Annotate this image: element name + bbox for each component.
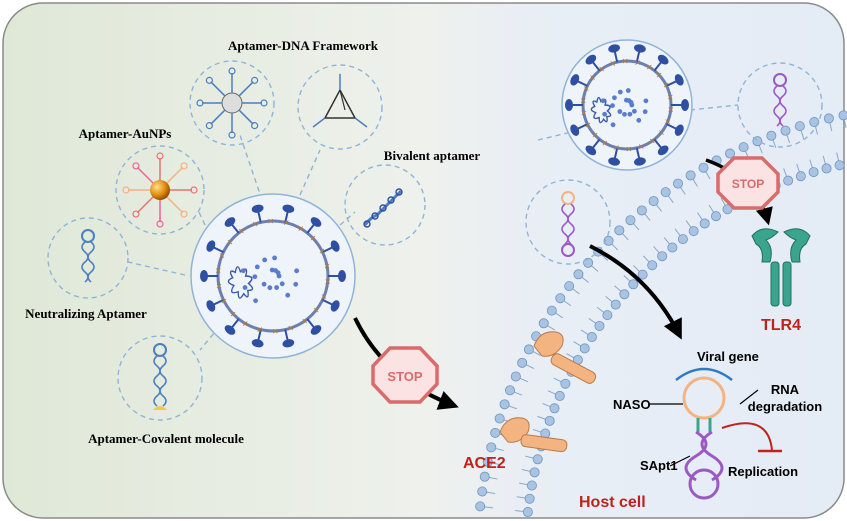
naso-sapt1-construct bbox=[650, 367, 782, 500]
svg-text:✕: ✕ bbox=[638, 143, 645, 152]
svg-text:✕: ✕ bbox=[242, 319, 249, 328]
svg-text:✕: ✕ bbox=[227, 238, 234, 247]
svg-text:✕: ✕ bbox=[324, 277, 331, 286]
svg-text:✕: ✕ bbox=[216, 282, 223, 291]
stop-label-1: STOP bbox=[387, 369, 422, 384]
tetrahedron-circle bbox=[297, 64, 383, 150]
svg-text:✕: ✕ bbox=[634, 58, 641, 67]
svg-text:✕: ✕ bbox=[580, 109, 587, 118]
svg-text:✕: ✕ bbox=[664, 118, 671, 127]
label-degradation: degradation bbox=[748, 399, 822, 414]
svg-text:✕: ✕ bbox=[609, 59, 616, 68]
svg-text:✕: ✕ bbox=[584, 121, 591, 130]
svg-text:✕: ✕ bbox=[321, 293, 328, 302]
svg-text:✕: ✕ bbox=[256, 325, 263, 334]
stop-label-2: STOP bbox=[732, 177, 764, 191]
label-dna-framework: Aptamer-DNA Framework bbox=[228, 38, 379, 53]
ace2-receptor-lower bbox=[499, 417, 568, 453]
svg-text:✕: ✕ bbox=[215, 267, 222, 276]
svg-text:✕: ✕ bbox=[301, 317, 308, 326]
svg-text:✕: ✕ bbox=[238, 227, 245, 236]
virus-top-right: ✕✕✕✕✕✕✕✕✕✕✕✕✕✕✕✕✕✕✕✕✕✕ bbox=[561, 39, 693, 171]
svg-text:✕: ✕ bbox=[221, 297, 228, 306]
svg-text:✕: ✕ bbox=[283, 219, 290, 228]
svg-text:✕: ✕ bbox=[613, 144, 620, 153]
aptamer-aunps-circle bbox=[115, 145, 205, 235]
label-tlr4: TLR4 bbox=[761, 317, 801, 334]
covalent-aptamer-circle bbox=[117, 335, 203, 421]
label-viral-gene: Viral gene bbox=[697, 349, 759, 364]
svg-text:✕: ✕ bbox=[626, 145, 633, 154]
label-covalent: Aptamer-Covalent molecule bbox=[88, 431, 244, 446]
label-aunps: Aptamer-AuNPs bbox=[79, 126, 172, 141]
svg-text:✕: ✕ bbox=[622, 57, 629, 66]
virus-main: ✕✕✕✕✕✕✕✕✕✕✕✕✕✕✕✕✕✕✕✕✕✕ bbox=[190, 193, 356, 359]
svg-text:✕: ✕ bbox=[646, 63, 653, 72]
tlr4-receptor bbox=[751, 228, 811, 307]
label-sapt1: SApt1 bbox=[640, 458, 678, 473]
svg-text:✕: ✕ bbox=[272, 327, 279, 336]
svg-text:✕: ✕ bbox=[598, 65, 605, 74]
svg-text:✕: ✕ bbox=[667, 93, 674, 102]
svg-text:✕: ✕ bbox=[252, 220, 259, 229]
svg-text:✕: ✕ bbox=[230, 310, 237, 319]
label-naso: NASO bbox=[613, 397, 651, 412]
label-ace2: ACE2 bbox=[463, 455, 506, 472]
svg-text:✕: ✕ bbox=[656, 71, 663, 80]
label-neutralizing: Neutralizing Aptamer bbox=[25, 306, 147, 321]
label-bivalent: Bivalent aptamer bbox=[384, 148, 481, 163]
stop-sign-ace2: STOP bbox=[371, 346, 439, 404]
label-host-cell: Host cell bbox=[579, 494, 646, 511]
svg-text:✕: ✕ bbox=[601, 139, 608, 148]
purple-aptamer-circle-top bbox=[737, 62, 823, 148]
svg-text:✕: ✕ bbox=[658, 128, 665, 137]
bivalent-aptamer-circle bbox=[344, 164, 426, 246]
svg-text:✕: ✕ bbox=[580, 97, 587, 106]
svg-text:✕: ✕ bbox=[663, 81, 670, 90]
label-rna: RNA bbox=[771, 382, 800, 397]
ace2-receptor-upper bbox=[533, 331, 597, 384]
purple-aptamer-circle-mid bbox=[525, 179, 611, 265]
svg-text:✕: ✕ bbox=[267, 217, 274, 226]
svg-text:✕: ✕ bbox=[219, 251, 226, 260]
svg-text:✕: ✕ bbox=[319, 247, 326, 256]
svg-text:✕: ✕ bbox=[310, 234, 317, 243]
svg-text:✕: ✕ bbox=[313, 306, 320, 315]
label-replication: Replication bbox=[728, 464, 798, 479]
aptamer-dna-framework-circle bbox=[189, 60, 275, 146]
svg-text:✕: ✕ bbox=[324, 262, 331, 271]
svg-text:✕: ✕ bbox=[583, 84, 590, 93]
arrow-to-naso bbox=[589, 244, 682, 340]
svg-text:✕: ✕ bbox=[589, 74, 596, 83]
svg-text:✕: ✕ bbox=[592, 131, 599, 140]
svg-text:✕: ✕ bbox=[667, 105, 674, 114]
neutralizing-aptamer-circle bbox=[47, 217, 129, 299]
stop-sign-tlr4: STOP bbox=[716, 156, 780, 210]
svg-text:✕: ✕ bbox=[297, 225, 304, 234]
svg-text:✕: ✕ bbox=[287, 324, 294, 333]
svg-text:✕: ✕ bbox=[649, 137, 656, 146]
